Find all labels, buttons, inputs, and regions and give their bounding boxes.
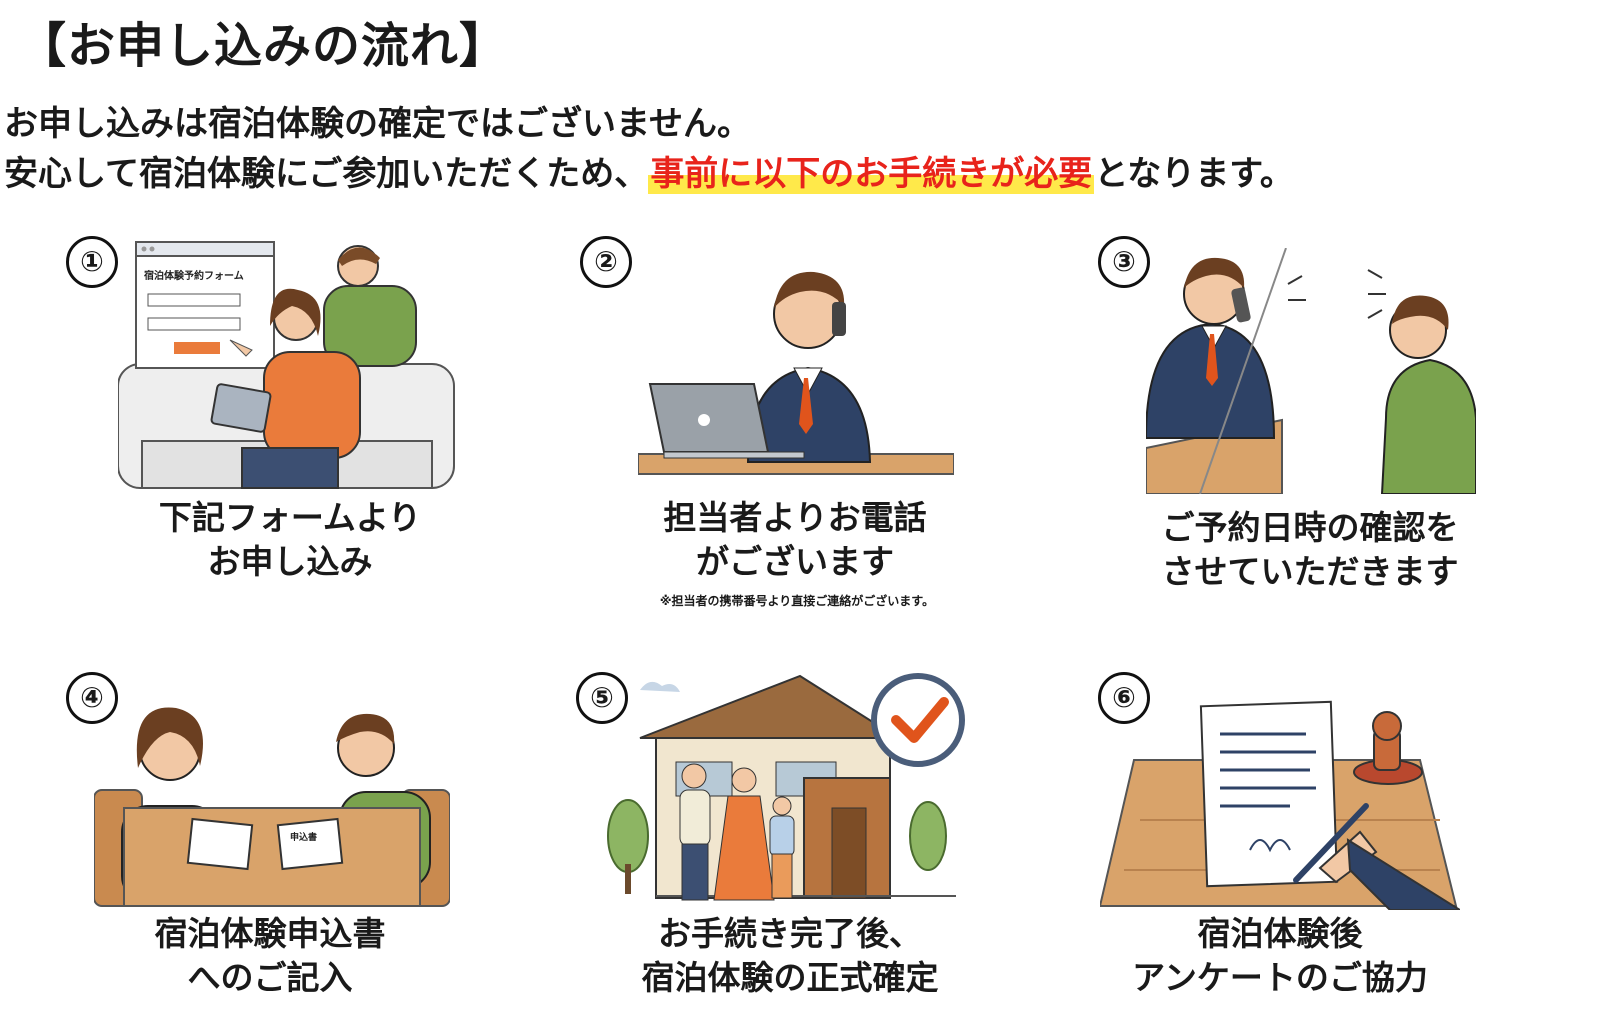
step-1-number: ① [66,236,118,288]
step-3-label-line-1: ご予約日時の確認を [1161,508,1459,547]
step-2-number: ② [580,236,632,288]
step-4-number: ④ [66,672,118,724]
step-6-number: ⑥ [1098,672,1150,724]
intro-highlight: 事前に以下のお手続きが必要 [648,154,1095,194]
step-4-label: 宿泊体験申込書 へのご記入 [120,912,420,1000]
step-4-form-label: 申込書 [290,831,317,843]
step-3-illustration [1146,248,1476,494]
intro-line-2: 安心して宿泊体験にご参加いただくため、事前に以下のお手続きが必要となります。 [4,146,1294,195]
step-1-illustration: 宿泊体験予約フォーム [118,236,460,492]
step-2-label-line-1: 担当者よりお電話 [663,498,927,537]
step-2-illustration [638,262,954,476]
step-6-label: 宿泊体験後 アンケートのご協力 [1110,912,1450,1000]
step-3-number: ③ [1098,236,1150,288]
step-4-label-line-2: へのご記入 [187,958,353,997]
step-6-illustration [1100,700,1460,910]
step-5-label-line-2: 宿泊体験の正式確定 [641,958,939,997]
step-6-label-line-2: アンケートのご協力 [1132,958,1428,997]
step-3-label-line-2: させていただきます [1161,552,1459,591]
step-1-form-title: 宿泊体験予約フォーム [144,269,244,282]
step-6-label-line-1: 宿泊体験後 [1197,914,1363,953]
step-5-label-line-1: お手続き完了後、 [658,914,922,953]
step-2-label-line-2: がございます [696,542,894,581]
step-4-label-line-1: 宿泊体験申込書 [154,914,386,953]
step-4-illustration: 申込書 [94,696,450,908]
intro-line-1: お申し込みは宿泊体験の確定ではございません。 [4,104,751,144]
step-2-note: ※担当者の携帯番号より直接ご連絡がございます。 [659,594,935,608]
step-5-label: お手続き完了後、 宿泊体験の正式確定 [610,912,970,1000]
step-1-label: 下記フォームより お申し込み [140,496,440,584]
step-5-number: ⑤ [576,672,628,724]
page-title: 【お申し込みの流れ】 [18,18,509,74]
intro-line-2-post: となります。 [1094,154,1294,194]
step-2-label: 担当者よりお電話 がございます [625,496,965,584]
step-1-label-line-2: お申し込み [207,542,373,581]
intro-line-2-pre: 安心して宿泊体験にご参加いただくため、 [4,154,649,194]
step-1-label-line-1: 下記フォームより [158,498,422,537]
step-5-illustration [600,668,970,908]
step-3-label: ご予約日時の確認を させていただきます [1130,506,1490,594]
